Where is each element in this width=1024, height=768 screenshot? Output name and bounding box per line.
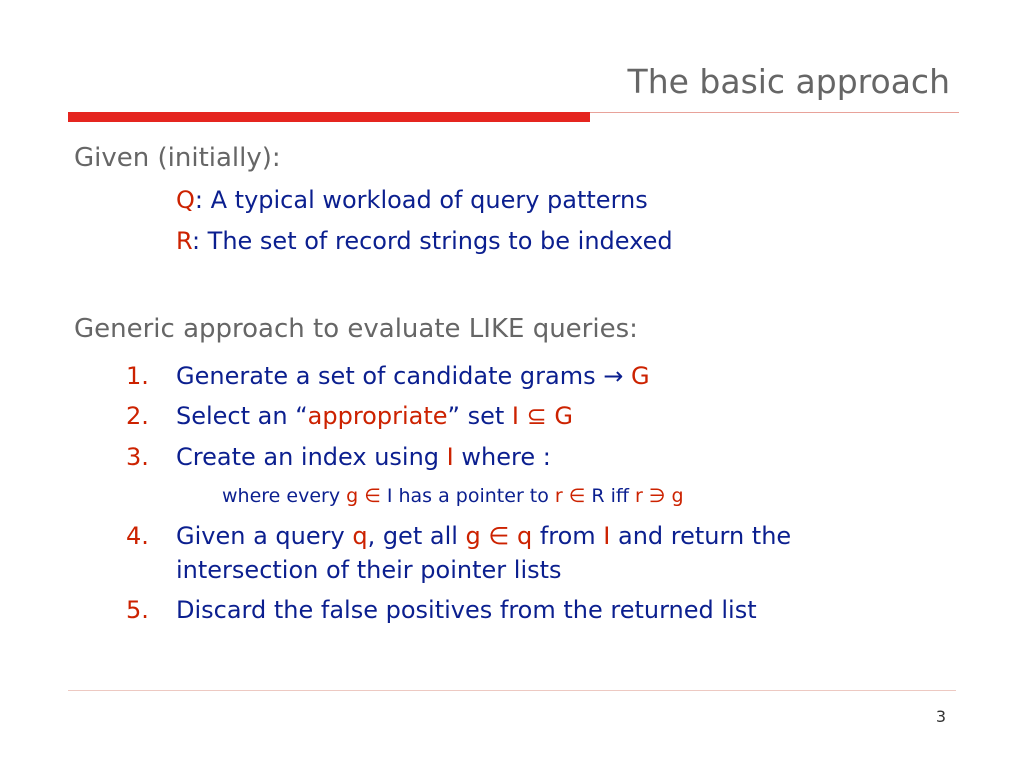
- q-description: : A typical workload of query patterns: [194, 186, 648, 214]
- step-4-label-b: , get all: [367, 522, 466, 550]
- step-5-number: 5.: [126, 596, 149, 624]
- contains-icon: ∋: [648, 485, 666, 507]
- index-set-i: I: [511, 402, 519, 430]
- gram-g: g: [346, 485, 359, 507]
- step-4-number: 4.: [126, 522, 149, 550]
- step-1-label: Generate a set of candidate grams: [176, 362, 604, 390]
- page-number: 3: [935, 707, 946, 726]
- step-2-label-b: ” set: [447, 402, 512, 430]
- q-symbol: Q: [176, 186, 195, 214]
- gram-g: g: [671, 485, 684, 507]
- query-q: q: [352, 522, 368, 550]
- element-of-icon: ∈: [364, 485, 381, 507]
- step-4-label-c: from: [532, 522, 604, 550]
- step-4-label-a: Given a query: [176, 522, 353, 550]
- sub-label-c: iff: [604, 485, 636, 507]
- gram-g: g: [465, 522, 481, 550]
- step-2-label-a: Select an “: [176, 402, 308, 430]
- title-underline-accent: [68, 112, 590, 122]
- record-r: r: [554, 485, 563, 507]
- generic-heading: Generic approach to evaluate LIKE querie…: [74, 314, 638, 344]
- step-3-label-b: where :: [453, 443, 551, 471]
- record-r: r: [635, 485, 643, 507]
- step-4-text-continued: intersection of their pointer lists: [176, 556, 562, 584]
- given-heading: Given (initially):: [74, 143, 281, 173]
- step-1-text: Generate a set of candidate grams → G: [176, 362, 650, 390]
- r-symbol: R: [176, 227, 192, 255]
- step-4-text: Given a query q, get all g ∈ q from I an…: [176, 522, 791, 550]
- sub-label-b: has a pointer to: [392, 485, 555, 507]
- r-description: : The set of record strings to be indexe…: [191, 227, 673, 255]
- step-3-text: Create an index using I where :: [176, 443, 551, 471]
- gram-set-g: G: [554, 402, 573, 430]
- element-of-icon: ∈: [488, 522, 510, 550]
- record-set-r: R: [591, 485, 605, 507]
- step-2-number: 2.: [126, 402, 149, 430]
- subset-icon: ⊆: [526, 402, 547, 430]
- appropriate-word: appropriate: [307, 402, 448, 430]
- given-r-line: R: The set of record strings to be index…: [176, 227, 673, 255]
- step-5-text: Discard the false positives from the ret…: [176, 596, 757, 624]
- given-q-line: Q: A typical workload of query patterns: [176, 186, 648, 214]
- arrow-icon: →: [603, 362, 624, 390]
- element-of-icon: ∈: [568, 485, 586, 507]
- gram-set-g: G: [630, 362, 650, 390]
- index-set-i: I: [386, 485, 393, 507]
- footer-divider: [68, 690, 956, 691]
- step-3-sub-text: where every g ∈ I has a pointer to r ∈ R…: [222, 485, 684, 507]
- step-4-label-d: and return the: [610, 522, 792, 550]
- title-underline: [590, 112, 959, 113]
- step-3-number: 3.: [126, 443, 149, 471]
- query-q: q: [516, 522, 533, 550]
- slide-title: The basic approach: [627, 62, 950, 101]
- step-2-text: Select an “appropriate” set I ⊆ G: [176, 402, 573, 430]
- index-set-i: I: [446, 443, 454, 471]
- index-set-i: I: [603, 522, 611, 550]
- sub-label-a: where every: [222, 485, 347, 507]
- step-3-label-a: Create an index using: [176, 443, 447, 471]
- step-1-number: 1.: [126, 362, 149, 390]
